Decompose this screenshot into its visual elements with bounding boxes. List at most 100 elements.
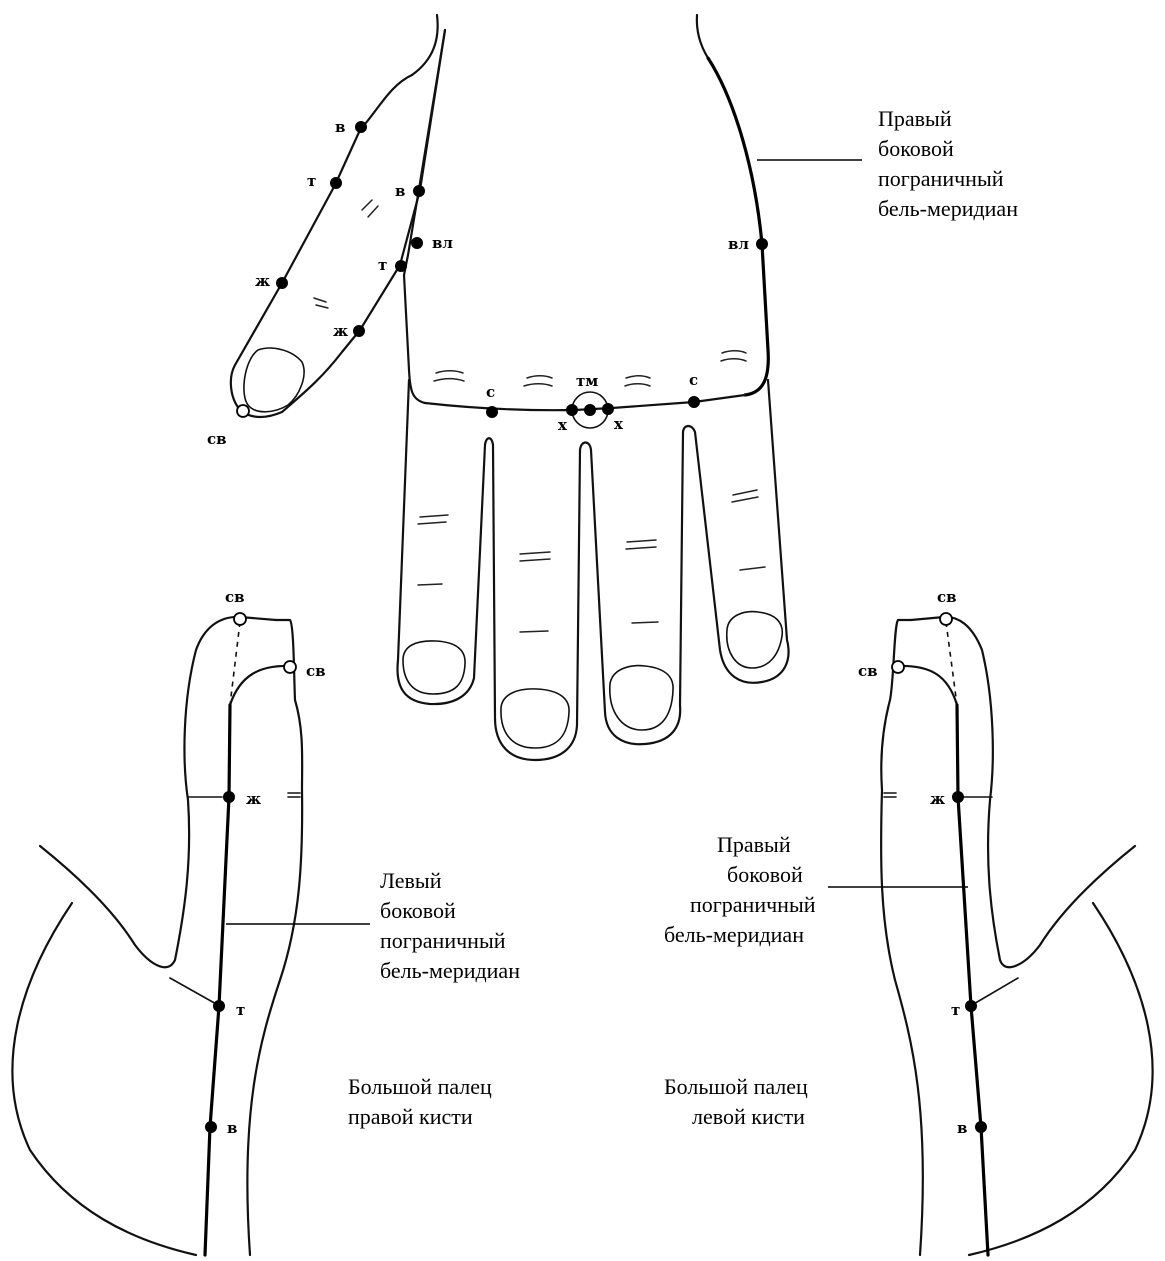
point-thumb-zh (276, 277, 288, 289)
caption-right-line-3: пограничный (690, 892, 816, 917)
hand-left-edge (404, 275, 425, 403)
point-thumb-inner-zh (353, 325, 365, 337)
label-thumb-inner-v: в (395, 182, 405, 200)
nail-2 (501, 689, 569, 748)
thumb-crease-1 (362, 200, 378, 217)
thumb-crease-2 (314, 298, 328, 308)
label-kh-left: х (558, 416, 568, 434)
knuckle-crease-1 (434, 371, 464, 381)
bl-label-zh: ж (246, 790, 261, 808)
bl-point-zh (223, 791, 235, 803)
nail-1 (403, 641, 465, 694)
finger-creases (418, 490, 765, 632)
caption-thumb-right-line-1: Большой палец (348, 1074, 492, 1099)
knuckle-crease-3 (625, 376, 650, 386)
br-nail-tip (898, 666, 957, 705)
bl-crease (288, 793, 300, 797)
label-hand-vl: вл (728, 235, 749, 253)
caption-right-meridian: Правый боковой пограничный бель-меридиан (664, 832, 816, 947)
knuckle-crease-2 (524, 376, 552, 386)
bl-label-v: в (227, 1119, 237, 1137)
caption-left-meridian: Левый боковой пограничный бель-меридиан (380, 868, 520, 983)
br-palm-tie (972, 978, 1018, 1005)
point-kh-right (602, 403, 614, 415)
caption-right-line-4: бель-меридиан (664, 922, 804, 947)
point-thumb-v (355, 121, 367, 133)
label-thumb-v: в (335, 118, 345, 136)
caption-thumb-right-hand: Большой палец правой кисти (348, 1074, 492, 1129)
top-right-meridian-line (708, 58, 768, 395)
br-label-t: т (951, 1001, 960, 1019)
caption-top-right: Правый боковой пограничный бель-меридиан (878, 106, 1018, 221)
br-thumb-side (881, 620, 923, 1255)
caption-left-line-2: боковой (380, 898, 456, 923)
point-hand-vl (756, 238, 768, 250)
caption-left-line-3: пограничный (380, 928, 506, 953)
label-s-right: с (689, 371, 698, 389)
br-point-sv-side (892, 661, 904, 673)
index-finger (397, 380, 788, 760)
br-point-t (965, 1000, 977, 1012)
forearm-right-edge (697, 15, 708, 58)
point-thumb-inner-vl (411, 237, 423, 249)
br-meridian-line (957, 705, 988, 1255)
caption-top-right-line-3: пограничный (878, 166, 1004, 191)
bottom-right-thumb: св св ж т в (858, 588, 1153, 1255)
br-palm-arc (969, 903, 1153, 1255)
bl-meridian-line (205, 705, 230, 1255)
point-s-left (486, 406, 498, 418)
label-thumb-inner-zh: ж (333, 322, 348, 340)
bl-label-sv-top: св (225, 588, 245, 606)
top-hand-points: в т ж св в вл т ж вл с с тм х х (207, 118, 768, 448)
br-label-zh: ж (930, 790, 945, 808)
bl-thumb-side (247, 620, 302, 1255)
caption-thumb-left-hand: Большой палец левой кисти (664, 1074, 808, 1129)
bl-point-v (205, 1121, 217, 1133)
caption-left-line-4: бель-меридиан (380, 958, 520, 983)
nail-3 (610, 666, 673, 730)
label-thumb-zh: ж (255, 272, 270, 290)
label-thumb-t: т (307, 172, 316, 190)
point-thumb-inner-t (395, 260, 407, 272)
bl-point-sv-top (234, 613, 246, 625)
point-thumb-inner-v (413, 185, 425, 197)
bl-palm-arc (12, 903, 196, 1255)
point-thumb-t (330, 177, 342, 189)
thumb-nail (244, 348, 304, 412)
caption-top-right-line-4: бель-меридиан (878, 196, 1018, 221)
bl-point-t (213, 1000, 225, 1012)
br-point-zh (952, 791, 964, 803)
bl-nail-tip (230, 666, 290, 705)
caption-right-line-1: Правый (717, 832, 791, 857)
br-crease (884, 793, 896, 797)
bl-thumb-outer (40, 617, 276, 967)
label-tm: тм (576, 372, 598, 390)
br-label-v: в (957, 1119, 967, 1137)
label-s-left: с (486, 383, 495, 401)
br-label-sv-top: св (937, 588, 957, 606)
caption-top-right-line-1: Правый (878, 106, 952, 131)
point-s-right (688, 396, 700, 408)
point-thumb-sv (237, 405, 249, 417)
point-kh-left (566, 404, 578, 416)
bottom-left-thumb: св св ж т в (12, 588, 325, 1255)
br-label-sv-side: св (858, 662, 878, 680)
br-point-sv-top (940, 613, 952, 625)
label-thumb-inner-vl: вл (432, 234, 453, 252)
br-point-v (975, 1121, 987, 1133)
nail-4 (727, 612, 783, 668)
point-tm (584, 404, 596, 416)
knuckle-crease-4 (721, 351, 746, 361)
forearm-left-edge (412, 15, 438, 75)
bl-point-sv-side (284, 661, 296, 673)
caption-thumb-left-line-2: левой кисти (692, 1104, 805, 1129)
label-thumb-inner-t: т (378, 256, 387, 274)
label-thumb-sv: св (207, 430, 227, 448)
bl-label-t: т (236, 1001, 245, 1019)
label-kh-right: х (614, 415, 624, 433)
caption-thumb-right-line-2: правой кисти (348, 1104, 473, 1129)
caption-thumb-left-line-1: Большой палец (664, 1074, 808, 1099)
caption-top-right-line-2: боковой (878, 136, 954, 161)
bl-label-sv-side: св (306, 662, 326, 680)
